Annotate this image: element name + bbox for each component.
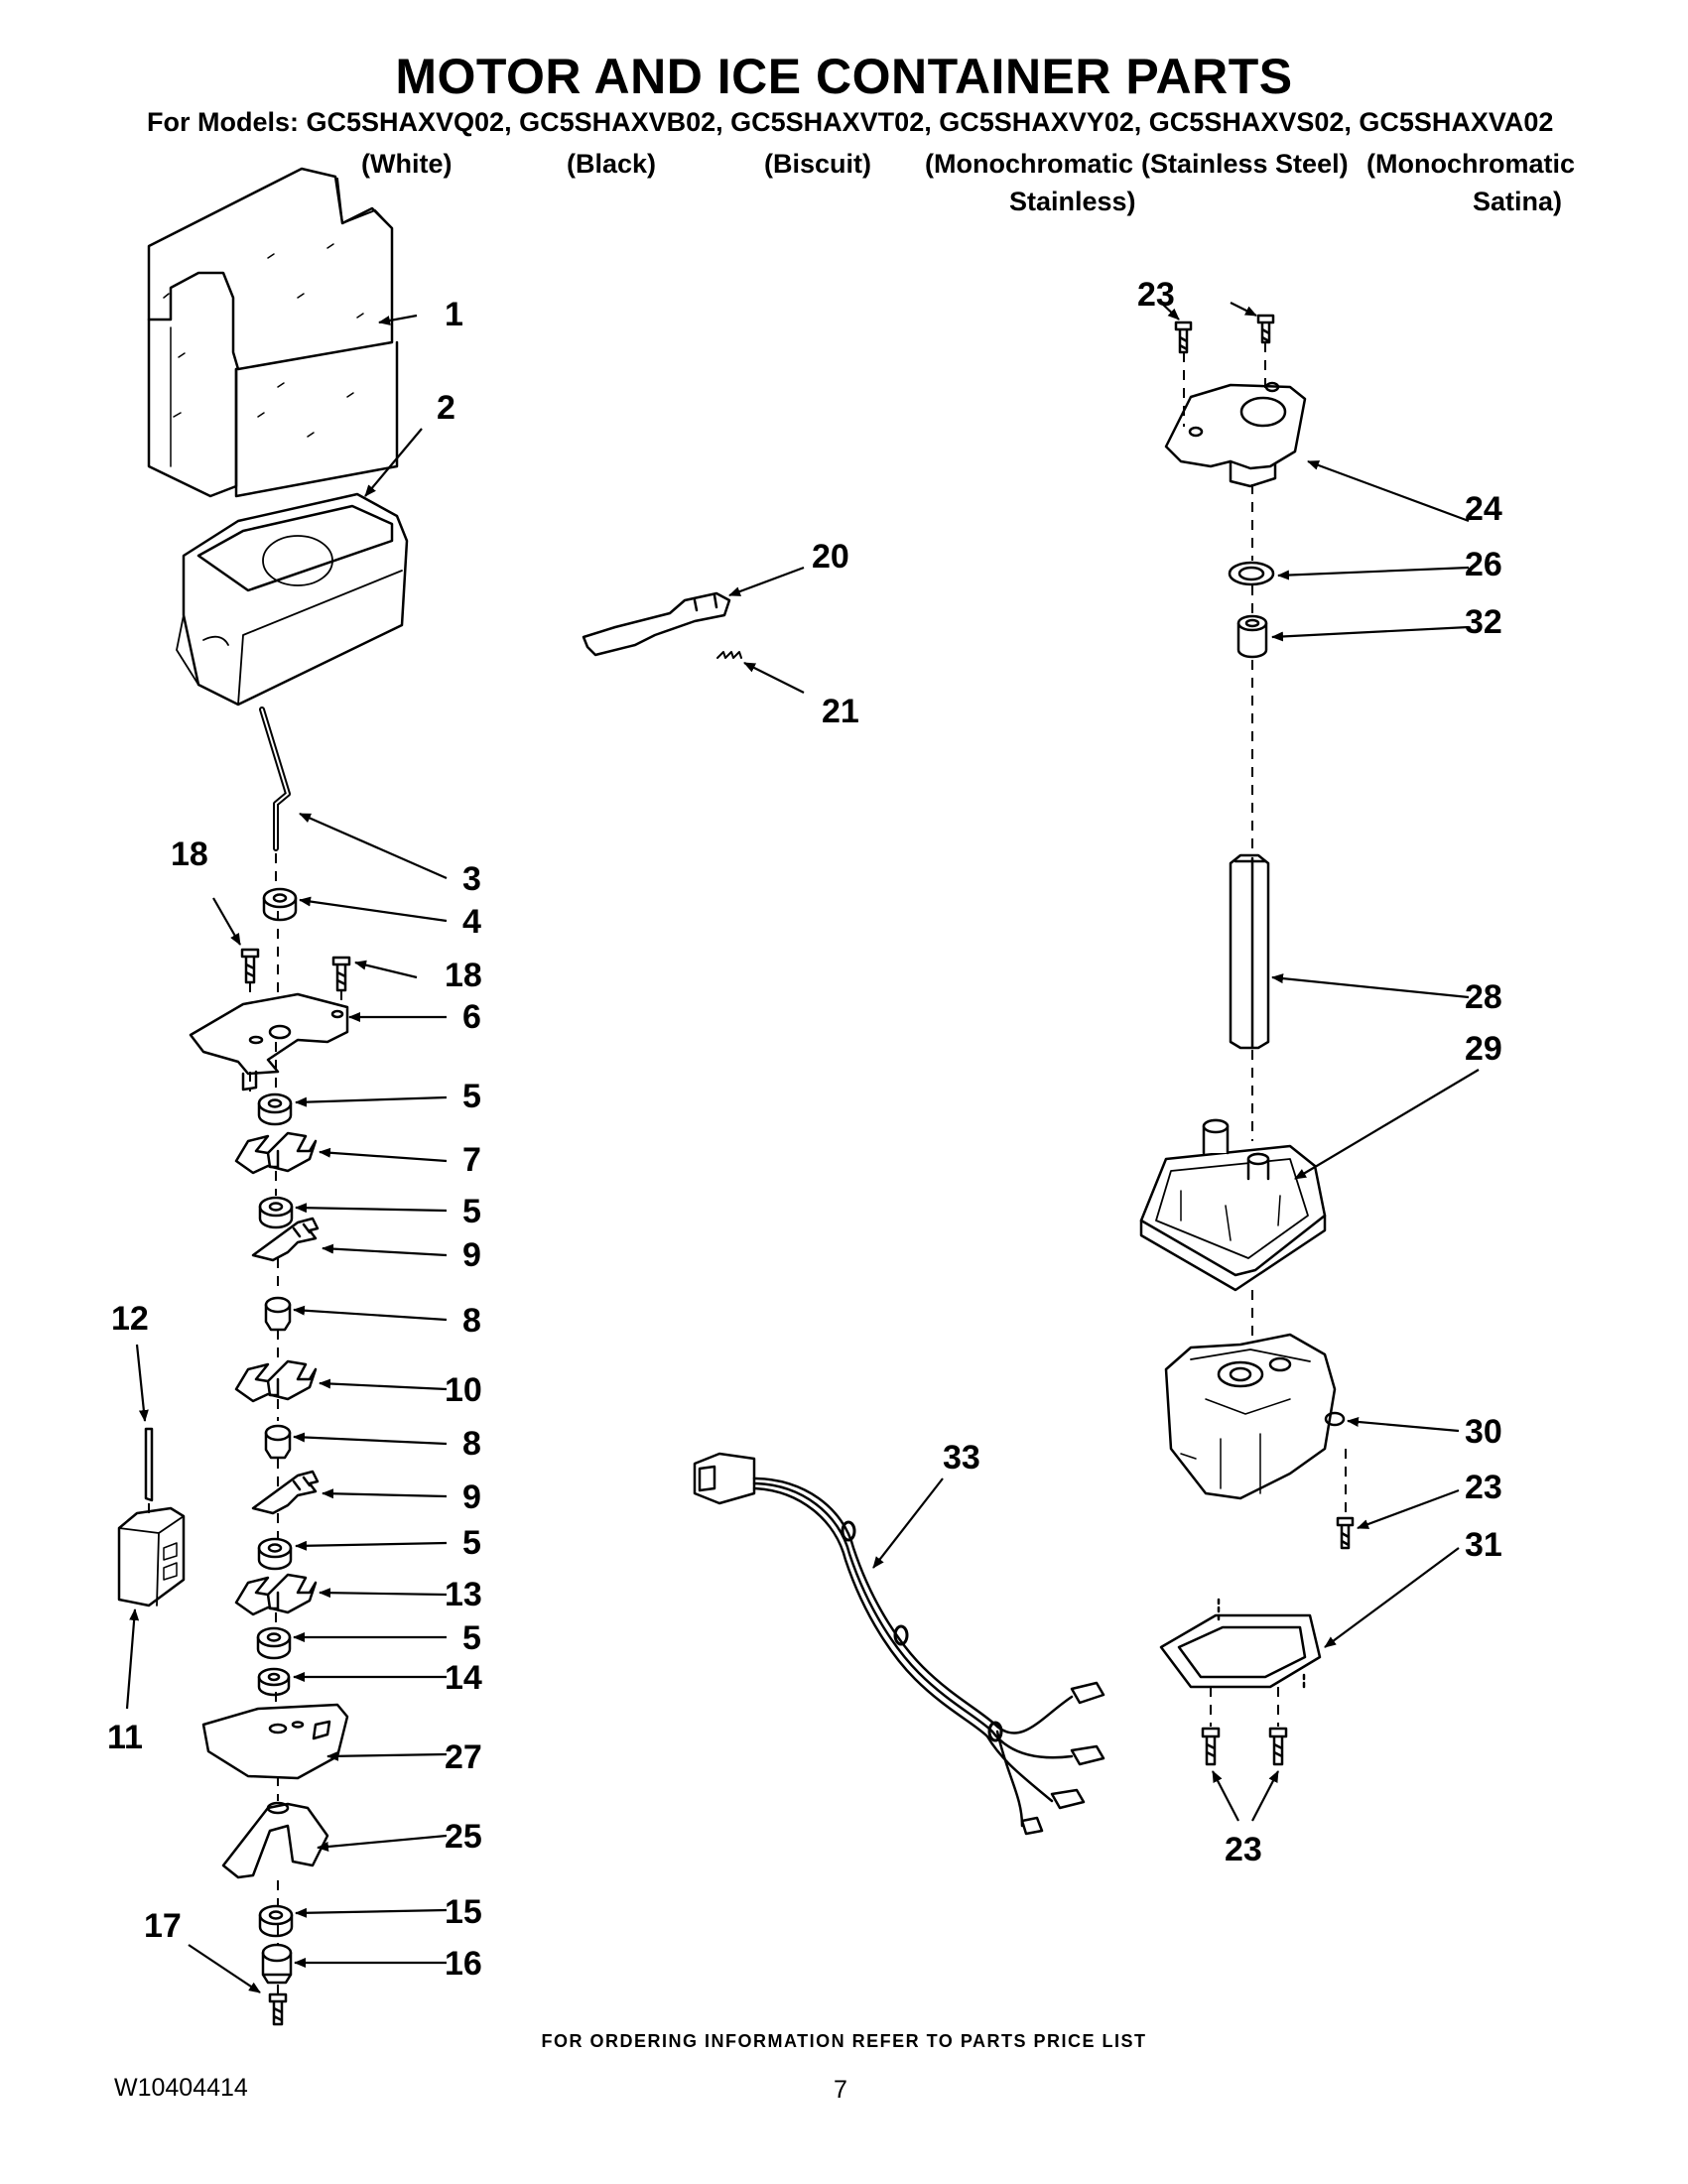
washer-part-5a — [257, 1092, 293, 1126]
ice-bucket-bottom-part — [176, 492, 409, 707]
callout-7: 7 — [462, 1141, 481, 1179]
page-number: 7 — [834, 2076, 847, 2104]
callout-5-third: 5 — [462, 1524, 481, 1562]
callout-15: 15 — [445, 1893, 482, 1931]
washer-part-14 — [257, 1667, 291, 1697]
callout-31: 31 — [1465, 1526, 1502, 1564]
callout-2: 2 — [437, 389, 455, 427]
switch-block-part-11 — [117, 1506, 186, 1607]
spacer-part-8b — [264, 1424, 292, 1460]
screw-part-23d — [1201, 1727, 1221, 1766]
callout-23-top: 23 — [1137, 276, 1175, 314]
crusher-plate-part-27 — [201, 1703, 349, 1780]
blade-part-9b — [251, 1470, 320, 1515]
washer-part-5b — [258, 1196, 294, 1229]
callout-33: 33 — [943, 1439, 980, 1477]
motor-part-30 — [1164, 1333, 1346, 1500]
blade-part-9a — [251, 1217, 320, 1262]
screw-part-23c — [1336, 1516, 1355, 1550]
color-label-monochromatic-2: (Monochromatic — [1366, 149, 1576, 179]
gasket-part-31 — [1159, 1598, 1322, 1689]
auger-blade-part-25 — [221, 1801, 329, 1879]
callout-23-bottom: 23 — [1225, 1831, 1262, 1868]
leader-lines — [125, 302, 1480, 1993]
callout-labels: 1 2 3 4 18 18 6 5 7 5 9 8 12 10 8 9 5 13… — [107, 276, 1502, 1983]
callout-17: 17 — [144, 1907, 182, 1945]
motor-cover-part-29 — [1139, 1118, 1327, 1292]
bracket-part-24 — [1164, 381, 1307, 488]
assembly-center-lines — [148, 342, 1347, 1994]
callout-6: 6 — [462, 998, 481, 1036]
callout-1: 1 — [445, 296, 463, 333]
washer-part-5c — [257, 1537, 293, 1571]
screw-part-23a — [1174, 321, 1193, 354]
callout-18-right: 18 — [445, 957, 482, 994]
callout-9-second: 9 — [462, 1478, 481, 1516]
shaft-part-28 — [1229, 853, 1270, 1050]
models-line: For Models: GC5SHAXVQ02, GC5SHAXVB02, GC… — [147, 107, 1554, 137]
callout-5-first: 5 — [462, 1078, 481, 1115]
callout-9-first: 9 — [462, 1236, 481, 1274]
screw-part-18a — [240, 948, 260, 984]
spacer-part-8a — [264, 1296, 292, 1332]
callout-20: 20 — [812, 538, 849, 576]
color-label-monochromatic-1: (Monochromatic — [925, 149, 1134, 179]
callout-23-motor: 23 — [1465, 1469, 1502, 1506]
callout-3: 3 — [462, 860, 481, 898]
blade-part-13 — [234, 1573, 318, 1616]
callout-8-first: 8 — [462, 1302, 481, 1340]
color-label-stainless: Stainless) — [1009, 187, 1136, 216]
ordering-note: FOR ORDERING INFORMATION REFER TO PARTS … — [541, 2031, 1147, 2051]
callout-32: 32 — [1465, 603, 1502, 641]
callout-13: 13 — [445, 1576, 482, 1613]
spring-part-21 — [716, 651, 742, 659]
document-number: W10404414 — [114, 2074, 248, 2102]
color-label-black: (Black) — [567, 149, 657, 179]
pin-part-12 — [144, 1427, 154, 1502]
wire-harness-part-33 — [693, 1452, 1105, 1836]
page-title: MOTOR AND ICE CONTAINER PARTS — [395, 49, 1293, 104]
color-label-white: (White) — [361, 149, 453, 179]
callout-30: 30 — [1465, 1413, 1502, 1451]
screw-part-23e — [1268, 1727, 1288, 1766]
callout-8-second: 8 — [462, 1425, 481, 1463]
color-label-biscuit: (Biscuit) — [764, 149, 871, 179]
callout-21: 21 — [822, 693, 859, 730]
callout-5-second: 5 — [462, 1193, 481, 1230]
callout-5-fourth: 5 — [462, 1619, 481, 1657]
washer-part-26 — [1228, 561, 1275, 586]
callout-29: 29 — [1465, 1030, 1502, 1068]
blade-part-7 — [234, 1131, 318, 1175]
screw-part-18b — [331, 956, 351, 992]
callout-4: 4 — [462, 903, 481, 941]
screw-part-23b — [1256, 314, 1275, 344]
screw-part-17 — [268, 1992, 288, 2026]
lever-part-20 — [582, 591, 731, 657]
callout-11: 11 — [107, 1719, 143, 1756]
nut-part-16 — [261, 1943, 293, 1985]
ice-container-part — [147, 167, 399, 498]
callout-12: 12 — [111, 1300, 149, 1338]
callout-10: 10 — [445, 1371, 482, 1409]
callout-25: 25 — [445, 1818, 482, 1856]
callout-18-left: 18 — [171, 835, 208, 873]
callout-27: 27 — [445, 1738, 482, 1776]
washer-part-5d — [256, 1626, 292, 1660]
color-label-stainless-steel: (Stainless Steel) — [1141, 149, 1349, 179]
blade-part-10 — [234, 1359, 318, 1403]
auger-rod-part — [259, 707, 291, 851]
callout-14: 14 — [445, 1659, 482, 1697]
bushing-part-32 — [1236, 614, 1268, 659]
callout-26: 26 — [1465, 546, 1502, 583]
callout-24: 24 — [1465, 490, 1502, 528]
callout-28: 28 — [1465, 978, 1502, 1016]
callout-16: 16 — [445, 1945, 482, 1983]
washer-part-15 — [258, 1904, 294, 1938]
mounting-plate-part-6 — [189, 992, 349, 1092]
washer-part-4 — [262, 887, 298, 922]
color-label-satina: Satina) — [1473, 187, 1563, 216]
